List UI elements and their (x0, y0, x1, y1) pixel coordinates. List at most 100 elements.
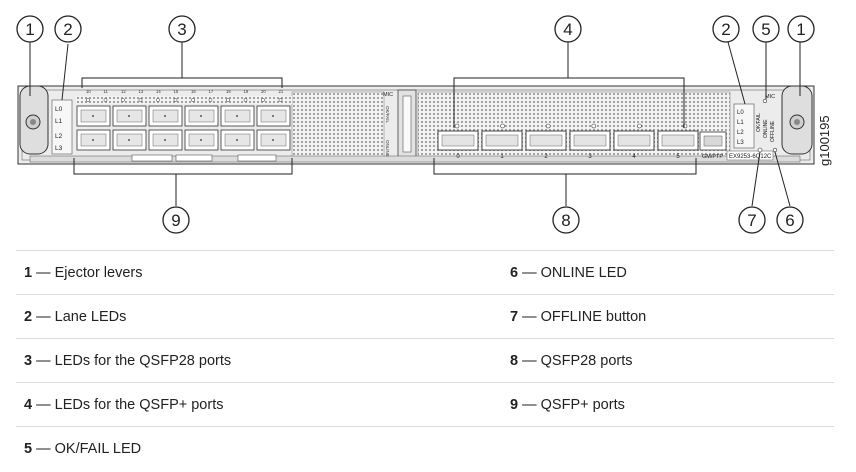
legend-item: 8 — QSFP28 ports (510, 339, 633, 383)
qsfp28-port-number: 0 (456, 154, 460, 160)
legend-item: 3 — LEDs for the QSFP28 ports (24, 339, 231, 383)
qsfp-plus-port[interactable] (76, 105, 111, 127)
qsfp28-led (454, 123, 460, 129)
qsfp28-ports: 0 1 2 3 4 5 (437, 130, 699, 160)
online-led (772, 147, 778, 153)
ejector-lever-left[interactable] (19, 85, 49, 155)
legend-number: 8 (510, 353, 519, 369)
vent-area-left (291, 91, 385, 159)
mic-label-left: MIC (383, 92, 393, 98)
legend-text: ONLINE LED (540, 265, 627, 281)
qsfp28-port[interactable]: 5 (657, 130, 699, 160)
lane-led-label: L0 (737, 110, 744, 116)
legend-text: OFFLINE button (540, 309, 647, 325)
qsfp28-port-number: 4 (632, 154, 636, 160)
qsfp-led (208, 98, 213, 102)
legend-number: 9 (510, 397, 519, 413)
qsfp-plus-port[interactable] (184, 105, 219, 127)
qsfp28-port[interactable]: 0 (437, 130, 479, 160)
qsfp-plus-port[interactable] (76, 129, 111, 151)
qsfp28-port[interactable]: 2 (525, 130, 567, 160)
qsfp-led-label: 13 (139, 89, 144, 94)
callout-number: 8 (561, 211, 570, 230)
callout-number: 1 (25, 20, 34, 39)
qsfp-led-label: 16 (191, 89, 196, 94)
legend-separator: — (32, 353, 55, 369)
legend-text: LEDs for the QSFP28 ports (54, 353, 232, 369)
qsfp-plus-port[interactable] (148, 105, 183, 127)
qsfp-plus-port[interactable] (112, 129, 147, 151)
qsfp-led (86, 98, 90, 102)
qsfp-led (103, 98, 108, 102)
callout-number: 2 (721, 20, 730, 39)
gm-ptp-label: GM/PTP (702, 154, 723, 160)
qsfp28-port-number: 1 (500, 154, 504, 160)
svg-text:ONLINE: ONLINE (385, 140, 390, 157)
qsfp-plus-port[interactable] (184, 129, 219, 151)
qsfp-led (226, 98, 230, 102)
offline-label: OFFLINE (770, 120, 776, 142)
callout-number: 9 (171, 211, 180, 230)
qsfp-plus-port[interactable] (220, 129, 255, 151)
lane-led-label: L1 (737, 120, 744, 126)
qsfp-led (278, 98, 283, 102)
legend-number: 3 (24, 353, 33, 369)
callout-number: 4 (563, 20, 572, 39)
callout-circles: 1 2 3 4 2 5 1 9 8 7 6 (16, 15, 815, 234)
qsfp28-leds (454, 123, 688, 129)
legend-separator: — (518, 353, 541, 369)
qsfp28-led (591, 123, 597, 129)
legend-number: 6 (510, 265, 519, 281)
qsfp28-port-number: 3 (588, 154, 592, 160)
lane-led-label: L2 (55, 133, 63, 140)
vertical-labels-left: OK/FAIL ONLINE (385, 106, 390, 157)
qsfp28-port-number: 2 (544, 154, 548, 160)
legend-number: 2 (24, 309, 33, 325)
legend-text: Ejector levers (54, 265, 143, 281)
lane-leds-left: L0 L1 L2 L3 (51, 99, 73, 155)
qsfp-plus-port[interactable] (220, 105, 255, 127)
qsfp28-port[interactable]: 4 (613, 130, 655, 160)
qsfp28-led (500, 123, 505, 129)
legend-row: 1 — Ejector levers 6 — ONLINE LED (16, 250, 834, 295)
callout-number: 7 (747, 211, 756, 230)
qsfp-led-label: 14 (156, 89, 161, 94)
callout-brackets (29, 41, 801, 207)
callout-number: 2 (63, 20, 72, 39)
legend-number: 7 (510, 309, 519, 325)
legend-row: 3 — LEDs for the QSFP28 ports 8 — QSFP28 … (16, 338, 834, 383)
qsfp-led-label: 21 (279, 89, 284, 94)
lane-led-label: L1 (55, 118, 63, 125)
legend-item: 4 — LEDs for the QSFP+ ports (24, 383, 223, 427)
qsfp-plus-port[interactable] (256, 129, 291, 151)
online-label: ONLINE (763, 119, 769, 138)
callout-number: 6 (785, 211, 794, 230)
callout-number: 3 (177, 20, 186, 39)
qsfp28-port[interactable]: 1 (481, 130, 523, 160)
legend-item: 6 — ONLINE LED (510, 251, 627, 295)
vent-area-top-left (76, 96, 292, 104)
qsfp-plus-pull-tabs (131, 154, 277, 162)
qsfp28-port-number: 5 (676, 154, 680, 160)
qsfp-plus-ports (76, 105, 291, 151)
qsfp28-led (637, 123, 642, 129)
qsfp-led-label: 17 (209, 89, 214, 94)
legend-separator: — (518, 265, 541, 281)
qsfp-plus-port[interactable] (112, 105, 147, 127)
lane-led-label: L0 (55, 106, 63, 113)
gm-ptp-port[interactable] (699, 131, 727, 151)
qsfp-led (156, 98, 160, 102)
ok-fail-led (762, 98, 768, 104)
legend-number: 1 (24, 265, 33, 281)
qsfp-plus-port[interactable] (148, 129, 183, 151)
qsfp-led-label: 19 (244, 89, 249, 94)
legend-separator: — (518, 309, 541, 325)
ejector-lever-right[interactable] (781, 85, 813, 155)
offline-button[interactable] (757, 147, 763, 153)
qsfp-plus-port[interactable] (256, 105, 291, 127)
qsfp28-port[interactable]: 3 (569, 130, 611, 160)
svg-text:OK/FAIL: OK/FAIL (385, 106, 390, 124)
lane-leds-right: L0 L1 L2 L3 (733, 103, 755, 149)
